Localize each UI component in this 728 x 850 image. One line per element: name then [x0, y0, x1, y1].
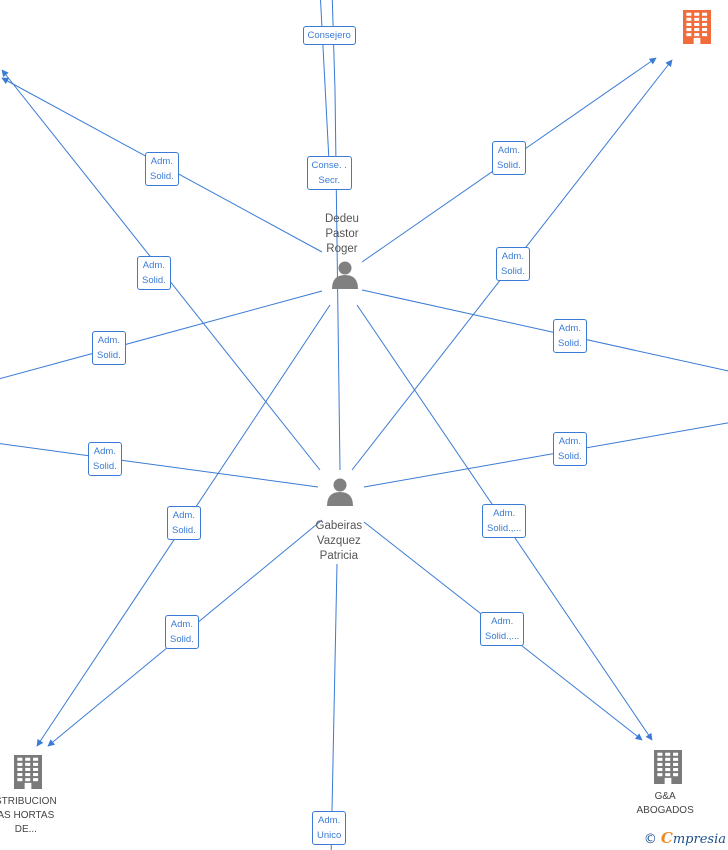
- person-icon-gabeiras[interactable]: [327, 478, 353, 507]
- edge-label-g-bottom-right[interactable]: Adm.Solid.,...: [480, 612, 525, 646]
- edge-d-right: [361, 289, 728, 372]
- person-icon-dedeu[interactable]: [332, 261, 358, 290]
- edge-label-g-left[interactable]: Adm.Solid.: [88, 442, 122, 476]
- edge-label-consej-secr[interactable]: Conse. .Secr.: [306, 156, 352, 190]
- edge-d-left: [0, 290, 323, 380]
- company-label-top-right[interactable]: ЕЛСНЕЛЬЛ: [673, 0, 727, 5]
- copyright-icon: ©: [643, 832, 657, 847]
- edge-label-g-top-right[interactable]: Adm.Solid.: [496, 247, 530, 281]
- edge-label-g-bottom[interactable]: Adm.Unico: [312, 811, 347, 845]
- building-icon-bottom-left[interactable]: [14, 755, 42, 789]
- edge-label-d-upper-left[interactable]: Adm.Solid.: [145, 152, 179, 186]
- building-icon-bottom-right[interactable]: [654, 750, 682, 784]
- empresia-brand[interactable]: ©Cmpresia: [643, 829, 726, 847]
- edge-consejero: [320, 0, 331, 181]
- edge-label-d-top-right[interactable]: Adm.Solid.: [492, 141, 526, 175]
- edge-label-g-upper-left[interactable]: Adm.Solid.: [137, 256, 171, 290]
- building-icon-top-right[interactable]: [683, 10, 711, 44]
- edge-label-d-right[interactable]: Adm.Solid.: [553, 319, 587, 353]
- edge-label-consejero[interactable]: Consejero: [302, 25, 356, 45]
- edge-label-d-bottom-left[interactable]: Adm.Solid.: [167, 506, 201, 540]
- edge-label-d-left[interactable]: Adm.Solid.: [92, 331, 126, 365]
- edge-g-left: [0, 443, 319, 488]
- edge-g-right: [363, 422, 728, 488]
- edge-g-bottom: [330, 563, 338, 850]
- edge-label-d-bottom-right[interactable]: Adm.Solid.,...: [482, 504, 527, 538]
- edge-consej-secr: [331, 0, 341, 471]
- edge-label-g-bottom-left[interactable]: Adm.Solid.: [165, 615, 199, 649]
- edge-label-g-right[interactable]: Adm.Solid.: [553, 432, 587, 466]
